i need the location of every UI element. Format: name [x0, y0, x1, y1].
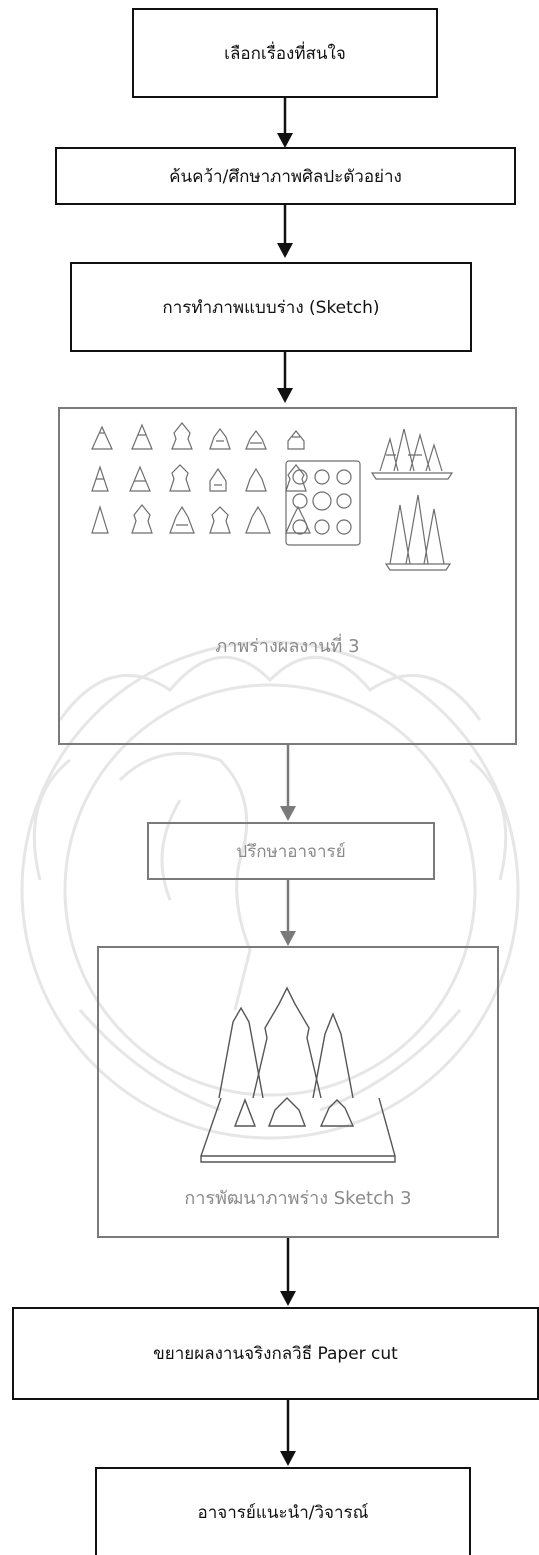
step-consult-advisor: ปรึกษาอาจารย์	[147, 822, 435, 880]
step-paper-cut-label: ขยายผลงานจริงกลวิธี Paper cut	[153, 1344, 398, 1364]
develop-sketch-drawing	[200, 986, 396, 1163]
step-advisor-review-label: อาจารย์แนะนำ/วิจารณ์	[197, 1502, 369, 1523]
step-paper-cut: ขยายผลงานจริงกลวิธี Paper cut	[12, 1307, 539, 1400]
step-research-examples: ค้นคว้า/ศึกษาภาพศิลปะตัวอย่าง	[55, 147, 516, 205]
step-sketch: การทำภาพแบบร่าง (Sketch)	[70, 262, 472, 352]
step-research-examples-label: ค้นคว้า/ศึกษาภาพศิลปะตัวอย่าง	[169, 166, 402, 187]
step-sketch-panel: ภาพร่างผลงานที่ 3	[58, 407, 517, 745]
step-develop-caption: การพัฒนาภาพร่าง Sketch 3	[184, 1188, 412, 1209]
step-select-topic-label: เลือกเรื่องที่สนใจ	[224, 43, 346, 64]
step-sketch-label: การทำภาพแบบร่าง (Sketch)	[162, 297, 380, 318]
step-consult-advisor-label: ปรึกษาอาจารย์	[236, 841, 346, 862]
sketch-thumbnails	[91, 422, 454, 571]
step-sketch-caption: ภาพร่างผลงานที่ 3	[215, 636, 360, 657]
step-develop-panel: การพัฒนาภาพร่าง Sketch 3	[97, 946, 499, 1238]
step-advisor-review: อาจารย์แนะนำ/วิจารณ์	[95, 1467, 471, 1555]
step-select-topic: เลือกเรื่องที่สนใจ	[132, 8, 438, 98]
